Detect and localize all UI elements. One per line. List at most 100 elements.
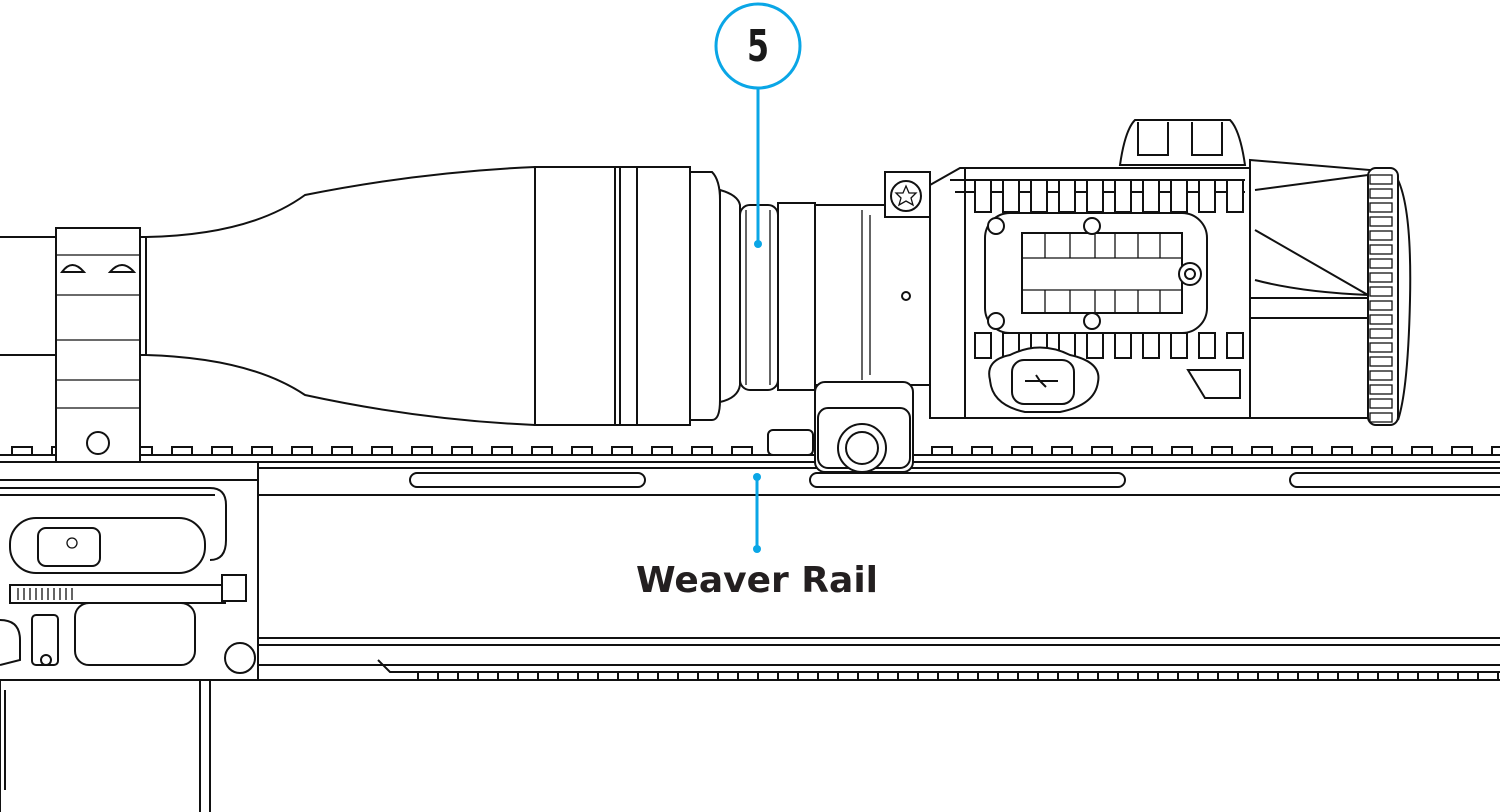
- eyepiece: [1249, 158, 1371, 419]
- fin: [974, 332, 992, 359]
- rail-tick: [1091, 446, 1113, 456]
- rail-tick: [1371, 446, 1393, 456]
- rail-tick: [697, 671, 719, 681]
- fin: [1114, 332, 1132, 359]
- riflescope: [0, 165, 931, 463]
- rail-tick: [1057, 671, 1079, 681]
- rail-tick: [1457, 671, 1479, 681]
- rail-tick: [1017, 671, 1039, 681]
- rail-tick: [451, 446, 473, 456]
- fin: [1030, 179, 1048, 213]
- rail-tick: [1417, 671, 1439, 681]
- rail-tick: [897, 671, 919, 681]
- rail-tick: [1177, 671, 1199, 681]
- knurl: [1369, 300, 1393, 311]
- rail-tick: [1097, 671, 1119, 681]
- rail-tick: [1331, 446, 1353, 456]
- knurl: [1369, 272, 1393, 283]
- rail-tick: [977, 671, 999, 681]
- rail-tick: [1011, 446, 1033, 456]
- fin: [1226, 179, 1244, 213]
- objective-bell: [145, 165, 536, 427]
- knurl: [1369, 258, 1393, 269]
- scope-ring: [55, 227, 141, 463]
- fin: [1002, 179, 1020, 213]
- mount-clamp: [767, 381, 914, 473]
- fin: [1142, 179, 1160, 213]
- knurl: [1369, 216, 1393, 227]
- rail-tick: [1297, 671, 1319, 681]
- rail-tick: [1257, 671, 1279, 681]
- rail-tick: [1491, 446, 1500, 456]
- knurl: [1369, 286, 1393, 297]
- fin: [1086, 332, 1104, 359]
- rail-tick: [417, 671, 439, 681]
- rail-tick: [777, 671, 799, 681]
- rail-tick: [211, 446, 233, 456]
- rail-tick: [537, 671, 559, 681]
- phillips-screw-icon: [987, 217, 1005, 235]
- fin: [1170, 332, 1188, 359]
- rail-tick: [251, 446, 273, 456]
- rail-tick: [1411, 446, 1433, 456]
- rail-tick: [931, 446, 953, 456]
- rail-tick: [411, 446, 433, 456]
- knurl: [1369, 188, 1393, 199]
- rail-top-ticks: [11, 446, 1500, 456]
- rail-tick: [657, 671, 679, 681]
- knurl: [1369, 342, 1393, 353]
- fin: [974, 179, 992, 213]
- rail-tick: [737, 671, 759, 681]
- weaver-rail: [0, 446, 1500, 681]
- rail-tick: [1291, 446, 1313, 456]
- fin: [1226, 332, 1244, 359]
- fin: [1086, 179, 1104, 213]
- callout-weaver-rail: [753, 473, 761, 553]
- usb-icon: [1025, 374, 1058, 388]
- rail-tick: [651, 446, 673, 456]
- phillips-screw-icon: [1083, 217, 1101, 235]
- callout-5: [714, 2, 802, 248]
- fin: [1170, 179, 1188, 213]
- rail-tick: [577, 671, 599, 681]
- rail-tick: [1211, 446, 1233, 456]
- rail-tick: [531, 446, 553, 456]
- rail-tick: [1137, 671, 1159, 681]
- knurl: [1369, 370, 1393, 381]
- rail-tick: [457, 671, 479, 681]
- rail-tick: [491, 446, 513, 456]
- rail-tick: [331, 446, 353, 456]
- rail-tick: [1171, 446, 1193, 456]
- rail-tick: [691, 446, 713, 456]
- rail-tick: [971, 446, 993, 456]
- fin: [1198, 332, 1216, 359]
- adapter: [814, 204, 931, 386]
- rifle-receiver: [0, 479, 258, 812]
- thermal-device: [929, 119, 1412, 426]
- rail-slot: [809, 472, 1126, 488]
- fin: [1198, 179, 1216, 213]
- knurl: [1369, 244, 1393, 255]
- phillips-screw-icon: [987, 312, 1005, 330]
- control-knob: [1118, 119, 1247, 166]
- fin: [1058, 179, 1076, 213]
- rail-tick: [1251, 446, 1273, 456]
- rail-bottom-ticks: [417, 671, 1500, 681]
- fin: [1142, 332, 1160, 359]
- phillips-screw-icon: [1083, 312, 1101, 330]
- knurl: [1369, 314, 1393, 325]
- knurl: [1369, 398, 1393, 409]
- rail-tick: [1131, 446, 1153, 456]
- knurl: [1369, 230, 1393, 241]
- rail-tick: [571, 446, 593, 456]
- rail-tick: [731, 446, 753, 456]
- rail-tick: [611, 446, 633, 456]
- rail-slot: [1289, 472, 1500, 488]
- rail-tick: [497, 671, 519, 681]
- rail-tick: [1377, 671, 1399, 681]
- knurl: [1369, 328, 1393, 339]
- rail-tick: [857, 671, 879, 681]
- knurl: [1369, 174, 1393, 185]
- knurl: [1369, 356, 1393, 367]
